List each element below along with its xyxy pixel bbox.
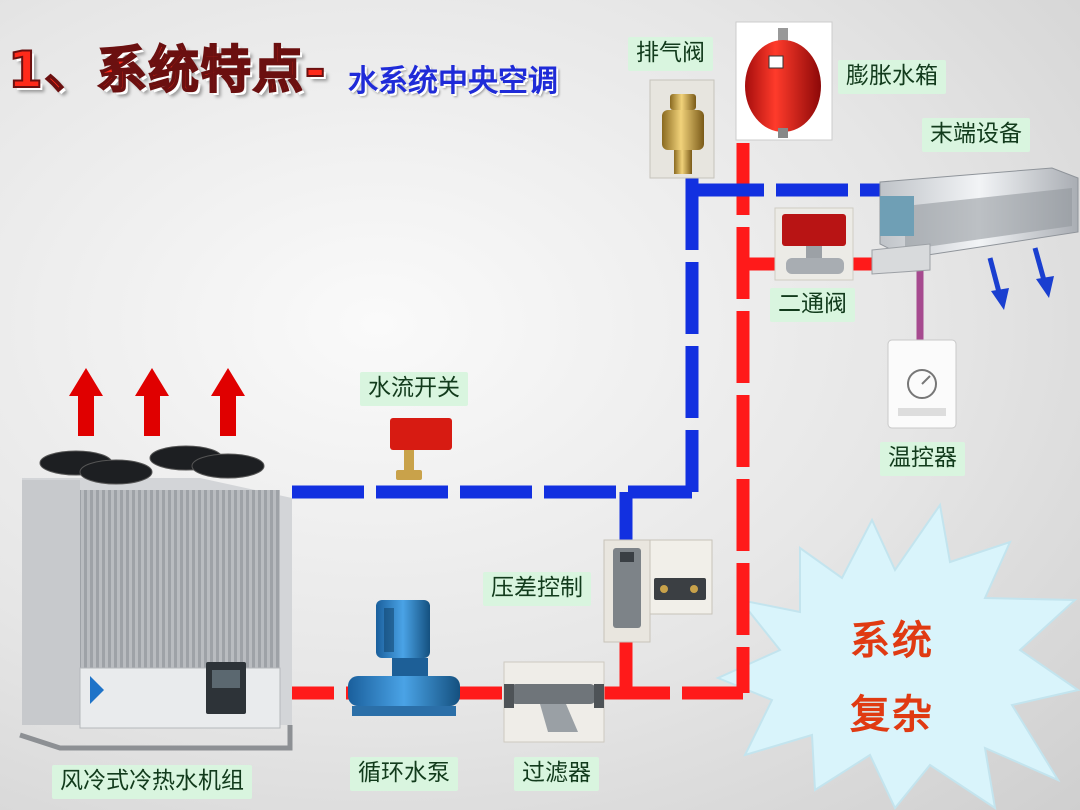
- label-air-vent-valve: 排气阀: [628, 37, 713, 71]
- filter: [503, 661, 605, 743]
- return-pipe-network: [292, 178, 880, 540]
- label-flow-switch: 水流开关: [360, 372, 468, 406]
- thermostat: [887, 339, 957, 429]
- air-vent-valve: [649, 79, 715, 179]
- flow-switch: [390, 418, 452, 480]
- chiller-fan-icon: [39, 445, 265, 485]
- label-expansion-tank: 膨胀水箱: [838, 60, 946, 94]
- circulation-pump: [348, 600, 460, 716]
- label-circulation-pump: 循环水泵: [350, 757, 458, 791]
- chiller-logo-icon: [90, 676, 104, 704]
- callout-line-1: 系统: [850, 618, 934, 664]
- label-differential-pressure: 压差控制: [483, 572, 591, 606]
- label-filter: 过滤器: [514, 757, 599, 791]
- differential-pressure-control: [603, 539, 713, 643]
- label-thermostat: 温控器: [880, 442, 965, 476]
- exhaust-arrow-3: [211, 368, 245, 436]
- callout-line-2: 复杂: [850, 692, 934, 738]
- exhaust-arrow-2: [135, 368, 169, 436]
- page-title: 1、系统特点-: [7, 40, 328, 100]
- label-two-way-valve: 二通阀: [770, 288, 855, 322]
- airflow-arrows: [987, 247, 1054, 310]
- terminal-unit: [871, 167, 1079, 275]
- exhaust-arrow-1: [69, 368, 103, 436]
- exhaust-arrows: [69, 368, 245, 436]
- chiller-unit: [19, 445, 293, 751]
- airflow-arrow-2: [1032, 247, 1054, 298]
- airflow-arrow-1: [987, 257, 1009, 310]
- label-terminal-unit: 末端设备: [922, 118, 1030, 152]
- label-chiller: 风冷式冷热水机组: [52, 765, 252, 799]
- expansion-tank: [735, 21, 833, 141]
- complexity-burst: [715, 502, 1080, 810]
- two-way-valve: [774, 207, 854, 281]
- page-subtitle: 水系统中央空调: [348, 64, 558, 99]
